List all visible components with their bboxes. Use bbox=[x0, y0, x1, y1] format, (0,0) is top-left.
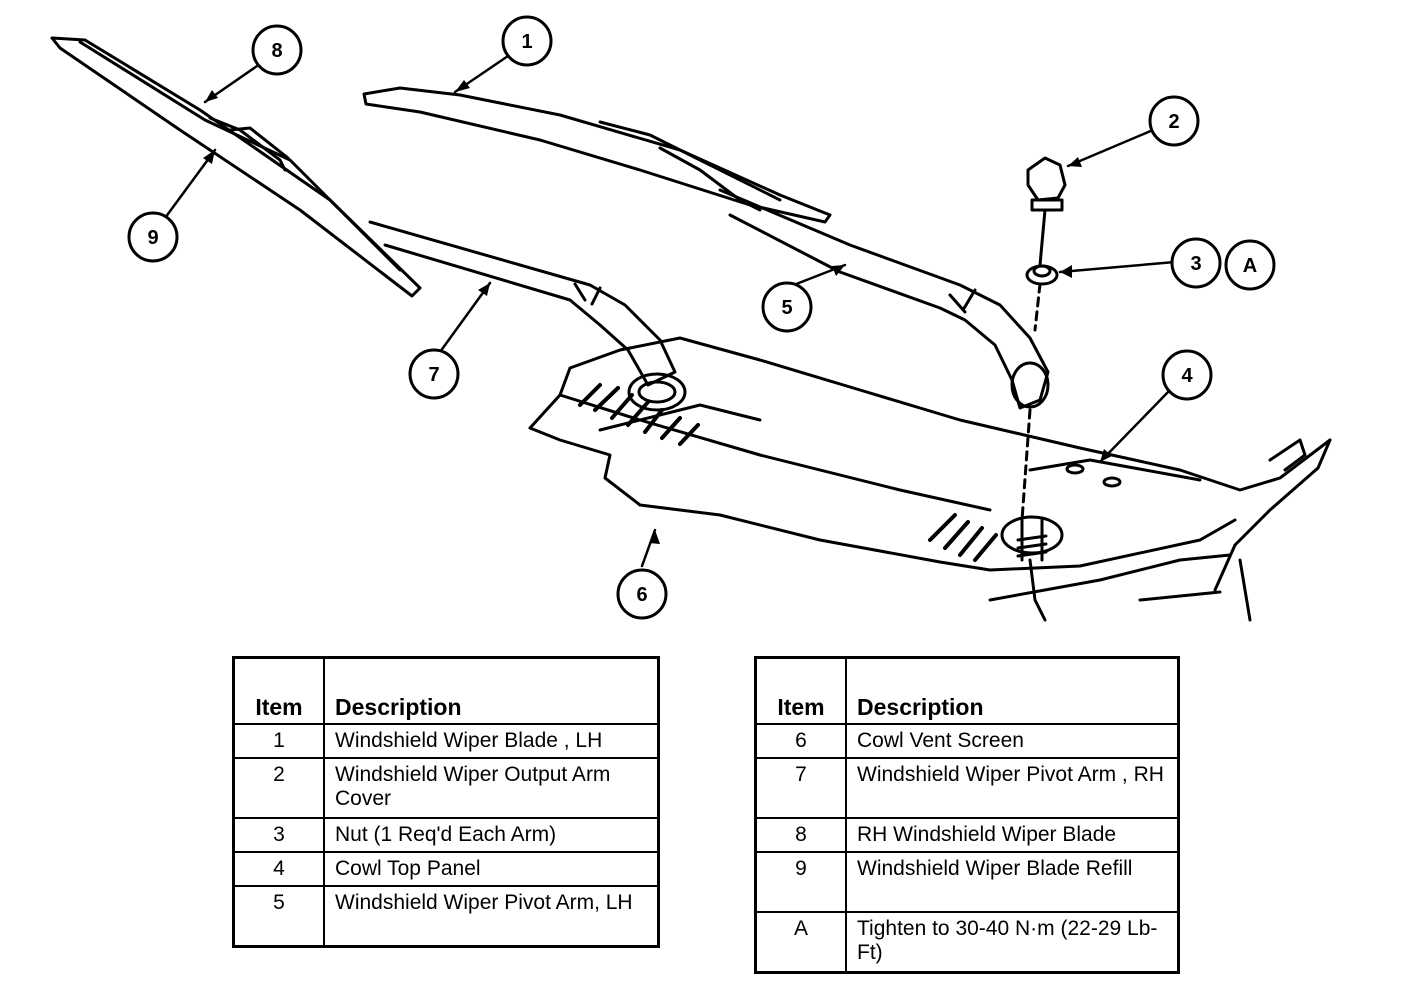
callout-label-1: 1 bbox=[521, 31, 532, 53]
legend-item-description: Windshield Wiper Pivot Arm , RH bbox=[845, 757, 1180, 819]
legend-item-description: Windshield Wiper Blade , LH bbox=[323, 723, 660, 759]
callout-label-2: 2 bbox=[1168, 111, 1179, 133]
wiper-blade-rh bbox=[50, 36, 422, 298]
legend-item-number: 9 bbox=[754, 851, 847, 913]
legend-row: 9 Windshield Wiper Blade Refill bbox=[754, 851, 1180, 913]
column-header-item: Item bbox=[754, 656, 847, 725]
legend-item-number: A bbox=[754, 911, 847, 974]
wiper-assembly-diagram: 1 2 3 A 4 5 6 7 8 9 bbox=[50, 15, 1332, 622]
legend-item-number: 8 bbox=[754, 817, 847, 853]
wiper-pivot-arm-rh bbox=[368, 220, 677, 387]
legend-row: 4 Cowl Top Panel bbox=[232, 851, 660, 887]
legend-row: A Tighten to 30-40 N·m (22-29 Lb-Ft) bbox=[754, 911, 1180, 974]
callout-label-3: 3 bbox=[1190, 253, 1201, 275]
output-arm-cover bbox=[1026, 156, 1067, 267]
callout-circle-8 bbox=[251, 24, 303, 76]
legend-item-description: Cowl Top Panel bbox=[323, 851, 660, 887]
callout-circle-6 bbox=[616, 568, 668, 620]
pivot-post-right bbox=[627, 372, 1064, 622]
legend-item-number: 5 bbox=[232, 885, 325, 948]
legend-item-number: 6 bbox=[754, 723, 847, 759]
legend-table-left: Item Description 1 Windshield Wiper Blad… bbox=[232, 656, 660, 948]
legend-row: 7 Windshield Wiper Pivot Arm , RH bbox=[754, 757, 1180, 819]
legend-item-description: Nut (1 Req'd Each Arm) bbox=[323, 817, 660, 853]
legend-item-description: Cowl Vent Screen bbox=[845, 723, 1180, 759]
callout-circle-1 bbox=[501, 15, 553, 67]
callout-label-7: 7 bbox=[428, 364, 439, 386]
leader-lines bbox=[163, 54, 1177, 568]
legend-row: 3 Nut (1 Req'd Each Arm) bbox=[232, 817, 660, 853]
legend-item-number: 4 bbox=[232, 851, 325, 887]
cowl-top-panel bbox=[528, 336, 1332, 622]
callout-circle-5 bbox=[761, 281, 813, 333]
callout-circle-9 bbox=[127, 211, 179, 263]
legend-item-description: Tighten to 30-40 N·m (22-29 Lb-Ft) bbox=[845, 911, 1180, 974]
column-header-description: Description bbox=[323, 656, 660, 725]
legend-header-row: Item Description bbox=[754, 656, 1180, 725]
column-header-description: Description bbox=[845, 656, 1180, 725]
callout-label-5: 5 bbox=[781, 297, 792, 319]
legend-item-number: 7 bbox=[754, 757, 847, 819]
wiper-pivot-arm-lh bbox=[718, 188, 1050, 410]
leader-arrowheads bbox=[203, 80, 1112, 544]
callout-label-A: A bbox=[1243, 255, 1257, 277]
callout-circle-A bbox=[1224, 239, 1276, 291]
legend-row: 8 RH Windshield Wiper Blade bbox=[754, 817, 1180, 853]
legend-item-description: Windshield Wiper Pivot Arm, LH bbox=[323, 885, 660, 948]
callout-circle-4 bbox=[1161, 349, 1213, 401]
callout-circle-3 bbox=[1170, 237, 1222, 289]
legend-row: 2 Windshield Wiper Output Arm Cover bbox=[232, 757, 660, 819]
wiper-blade-lh bbox=[362, 86, 832, 224]
legend-item-description: Windshield Wiper Output Arm Cover bbox=[323, 757, 660, 819]
legend-item-description: RH Windshield Wiper Blade bbox=[845, 817, 1180, 853]
legend-header-row: Item Description bbox=[232, 656, 660, 725]
column-header-item: Item bbox=[232, 656, 325, 725]
legend-table-right: Item Description 6 Cowl Vent Screen 7 Wi… bbox=[754, 656, 1180, 974]
legend-row: 1 Windshield Wiper Blade , LH bbox=[232, 723, 660, 759]
callout-circle-2 bbox=[1148, 95, 1200, 147]
legend-item-description: Windshield Wiper Blade Refill bbox=[845, 851, 1180, 913]
legend-item-number: 3 bbox=[232, 817, 325, 853]
cowl-vent-screen bbox=[578, 383, 998, 562]
legend-row: 6 Cowl Vent Screen bbox=[754, 723, 1180, 759]
nut bbox=[1020, 264, 1059, 522]
callout-circle-7 bbox=[408, 348, 460, 400]
callout-label-8: 8 bbox=[271, 40, 282, 62]
legend-item-number: 1 bbox=[232, 723, 325, 759]
legend-item-number: 2 bbox=[232, 757, 325, 819]
callout-label-4: 4 bbox=[1181, 365, 1193, 387]
callout-label-9: 9 bbox=[147, 227, 158, 249]
legend-row: 5 Windshield Wiper Pivot Arm, LH bbox=[232, 885, 660, 948]
callout-label-6: 6 bbox=[636, 584, 647, 606]
